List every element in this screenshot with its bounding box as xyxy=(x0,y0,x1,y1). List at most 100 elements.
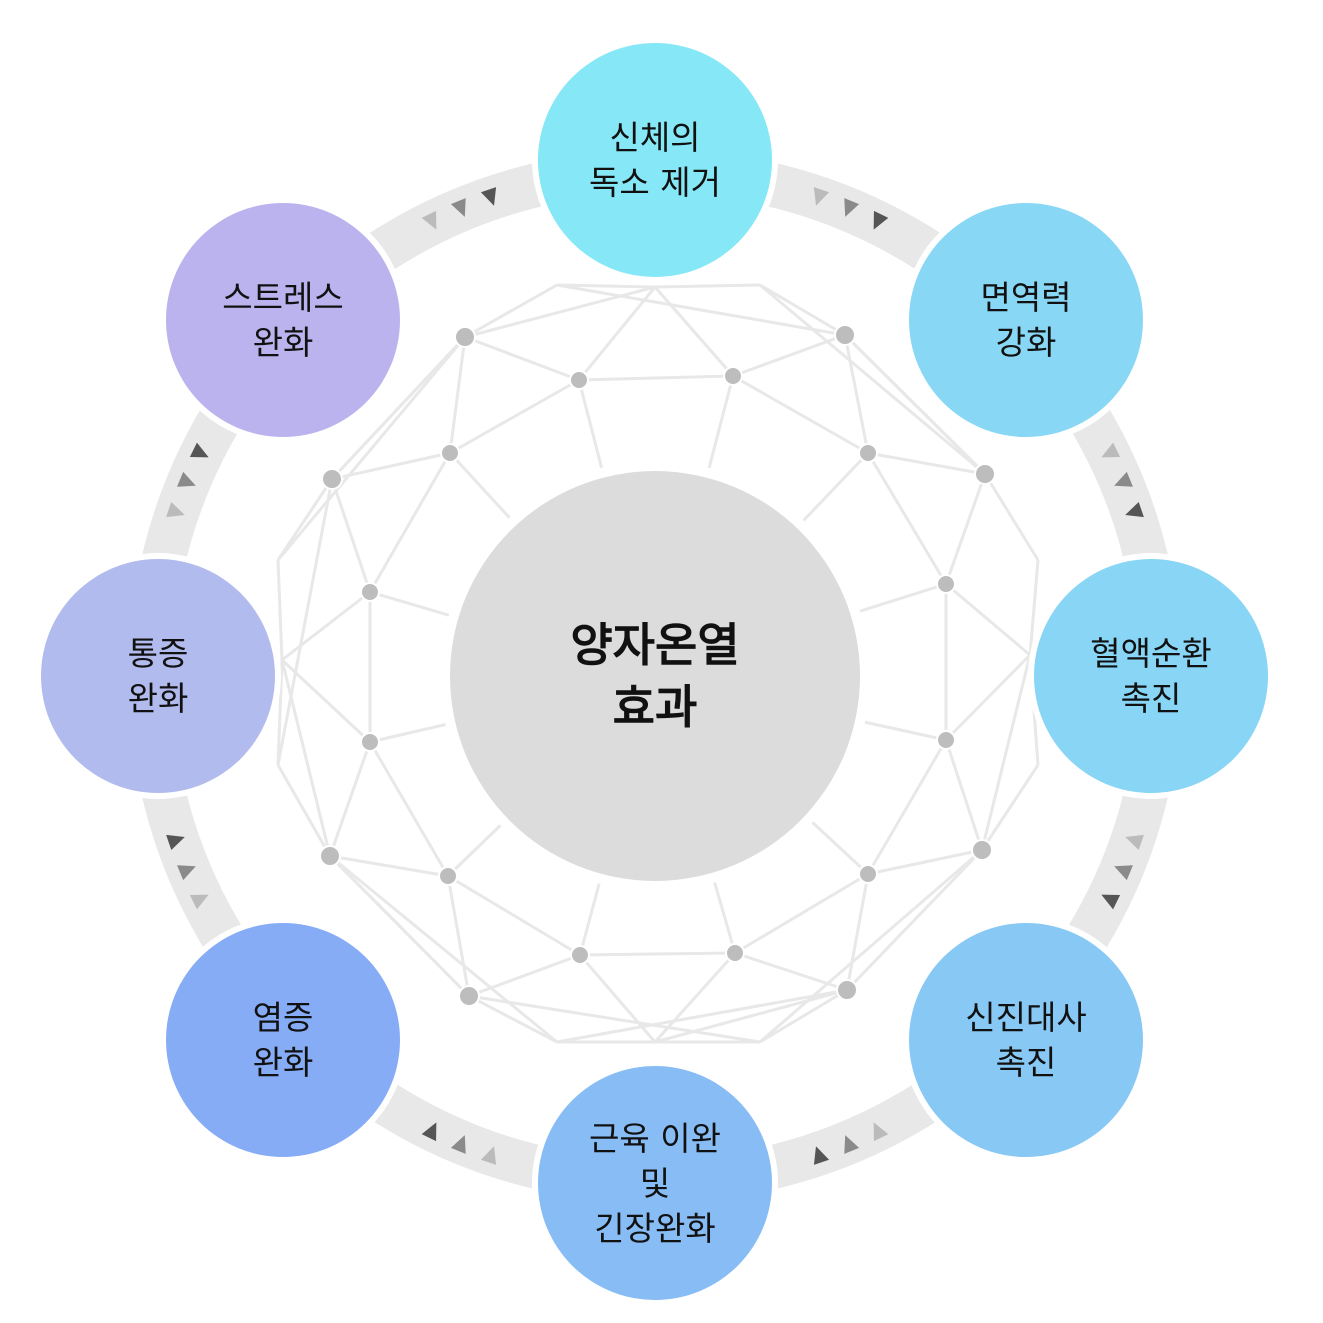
web-dot xyxy=(858,864,878,884)
web-dot xyxy=(570,945,590,965)
web-line xyxy=(843,334,870,454)
web-line xyxy=(944,473,987,585)
web-line xyxy=(864,720,947,742)
triangle-arrow-icon xyxy=(813,1146,830,1165)
web-line xyxy=(578,374,734,382)
web-line xyxy=(734,872,869,955)
triangle-arrow-icon xyxy=(450,198,466,217)
web-line xyxy=(331,451,451,481)
node-label: 염증 완화 xyxy=(252,998,314,1082)
node-stress: 스트레스 완화 xyxy=(166,203,400,437)
node-circulation: 혈액순환 촉진 xyxy=(1034,559,1268,793)
triangle-arrow-icon xyxy=(450,1135,466,1154)
web-line xyxy=(276,478,334,561)
web-line xyxy=(448,336,467,454)
web-line xyxy=(653,951,737,1044)
triangle-arrow-icon xyxy=(480,1146,497,1165)
web-line xyxy=(579,951,736,957)
web-line xyxy=(328,741,372,857)
triangle-arrow-icon xyxy=(1101,894,1121,910)
web-line xyxy=(447,874,581,957)
web-dot xyxy=(458,985,480,1007)
triangle-arrow-icon xyxy=(166,834,185,851)
web-line xyxy=(859,582,947,613)
node-label: 신진대사 촉진 xyxy=(965,998,1087,1082)
web-line xyxy=(713,882,737,954)
web-line xyxy=(329,854,558,1044)
web-dot xyxy=(836,979,858,1001)
web-line xyxy=(276,559,284,661)
node-metabolism: 신진대사 촉진 xyxy=(909,923,1143,1157)
web-line xyxy=(843,333,987,476)
node-label: 스트레스 완화 xyxy=(222,278,344,362)
web-line xyxy=(845,848,984,992)
web-line xyxy=(980,764,1040,851)
web-dot xyxy=(569,370,589,390)
cycle-arc xyxy=(1059,776,1171,964)
triangle-arrow-icon xyxy=(421,210,437,230)
web-line xyxy=(280,659,332,857)
web-dot xyxy=(858,443,878,463)
node-detox: 신체의 독소 제거 xyxy=(538,43,772,277)
web-line xyxy=(448,451,511,519)
web-line xyxy=(983,473,1040,561)
node-immunity: 면역력 강화 xyxy=(909,203,1143,437)
node-label: 근육 이완 및 긴장완화 xyxy=(589,1118,721,1248)
web-dot xyxy=(360,732,380,752)
node-muscle-relax: 근육 이완 및 긴장완화 xyxy=(538,1066,772,1300)
web-line xyxy=(1028,559,1040,656)
web-line xyxy=(280,658,372,744)
web-dot xyxy=(454,326,476,348)
web-line xyxy=(276,764,332,857)
cycle-arc xyxy=(139,776,251,964)
web-line xyxy=(944,653,1032,742)
node-inflammation: 염증 완화 xyxy=(166,923,400,1157)
web-line xyxy=(811,821,870,876)
web-line xyxy=(759,283,986,476)
web-line xyxy=(464,283,558,339)
web-line xyxy=(369,590,450,617)
web-line xyxy=(368,452,452,593)
web-line xyxy=(446,824,502,878)
web-dot xyxy=(936,574,956,594)
triangle-arrow-icon xyxy=(844,198,860,217)
web-line xyxy=(276,659,284,766)
web-line xyxy=(330,478,372,593)
web-line xyxy=(759,848,983,1044)
web-line xyxy=(468,994,558,1044)
web-dot xyxy=(723,366,743,386)
web-line xyxy=(653,286,735,377)
web-line xyxy=(556,283,656,289)
triangle-arrow-icon xyxy=(1114,471,1133,487)
triangle-arrow-icon xyxy=(873,1122,889,1142)
node-label: 혈액순환 촉진 xyxy=(1090,634,1212,718)
web-dot xyxy=(936,730,956,750)
web-line xyxy=(867,848,983,876)
triangle-arrow-icon xyxy=(166,501,185,518)
web-line xyxy=(468,994,761,1044)
web-dot xyxy=(974,463,996,485)
cycle-arc xyxy=(367,160,555,272)
triangle-arrow-icon xyxy=(1125,834,1144,851)
web-line xyxy=(328,854,471,998)
triangle-arrow-icon xyxy=(177,471,196,487)
web-line xyxy=(707,375,735,469)
cycle-arc xyxy=(755,160,943,272)
node-pain: 통증 완화 xyxy=(41,559,275,793)
triangle-arrow-icon xyxy=(189,894,209,910)
web-line xyxy=(556,283,846,337)
web-line xyxy=(944,739,984,851)
web-dot xyxy=(725,943,745,963)
web-line xyxy=(654,283,761,289)
web-line xyxy=(845,873,870,991)
web-line xyxy=(446,875,471,997)
web-line xyxy=(867,451,986,476)
node-label: 면역력 강화 xyxy=(980,278,1072,362)
web-line xyxy=(945,582,1031,657)
web-dot xyxy=(971,839,993,861)
web-line xyxy=(578,883,601,956)
web-line xyxy=(330,335,467,481)
web-line xyxy=(281,590,371,662)
web-line xyxy=(759,988,848,1044)
triangle-arrow-icon xyxy=(177,865,196,881)
